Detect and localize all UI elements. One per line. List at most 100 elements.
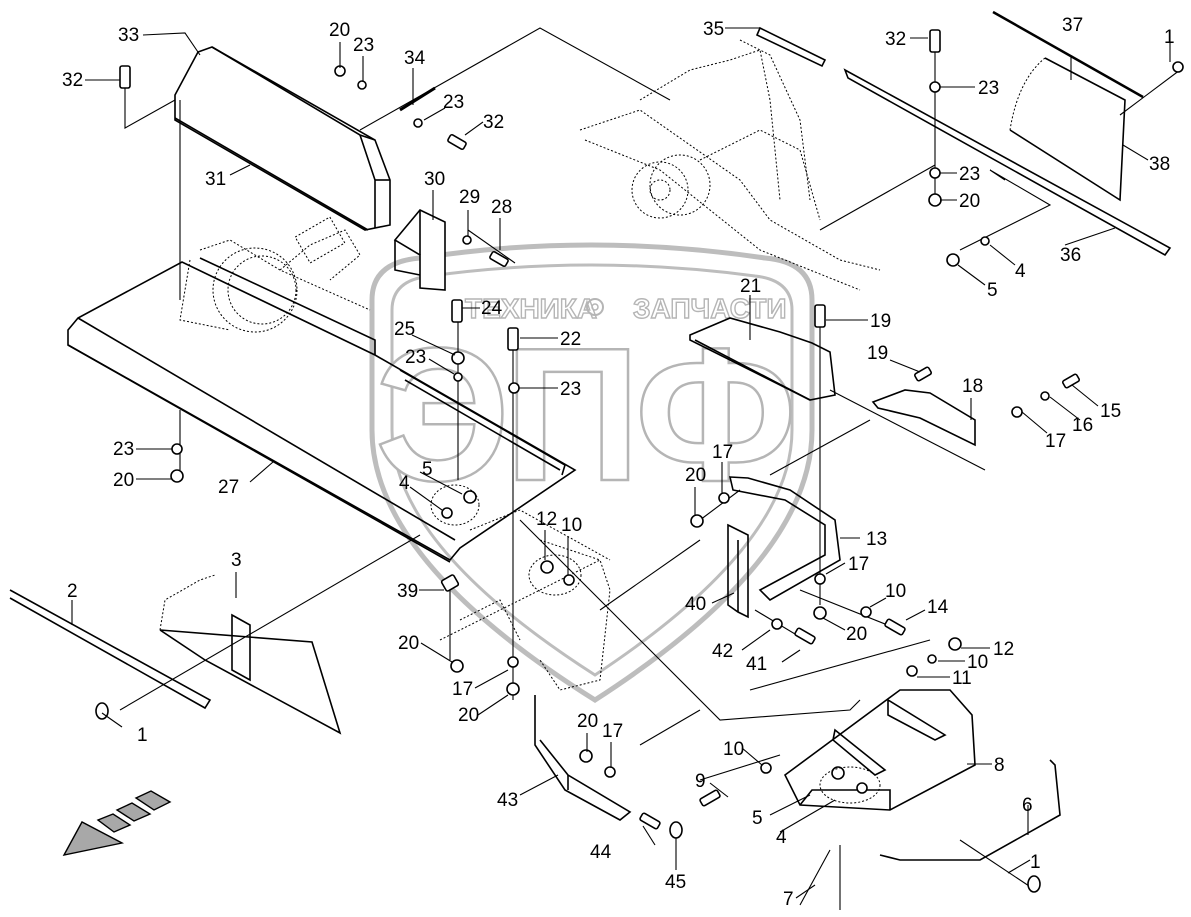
callout-37: 37 [1062,15,1083,36]
callout-20: 20 [577,711,598,732]
callout-20: 20 [113,470,134,491]
callout-17: 17 [1045,431,1066,452]
part-38-panel [1009,57,1126,202]
bolt-icon [639,812,661,830]
callout-23: 23 [978,78,999,99]
washer-icon [453,372,463,382]
callout-12: 12 [536,509,557,530]
bolt-head-icon [1027,875,1041,893]
nut-icon [540,560,554,574]
callout-20: 20 [329,20,350,41]
hardware [95,29,1184,893]
nut-icon [813,606,827,620]
callout-17: 17 [848,554,869,575]
washer-icon [927,654,937,664]
callout-18: 18 [962,376,983,397]
callout-1: 1 [1164,27,1175,48]
nut-icon [170,469,184,483]
bolt-icon [447,133,467,151]
callout-23: 23 [113,439,134,460]
watermark-shield-inner [390,263,794,677]
bolt-icon [507,327,519,351]
bolt-icon [1062,373,1080,389]
callout-44: 44 [590,842,612,863]
part-27-main-deck [67,257,577,563]
nut-icon [451,351,465,365]
callout-labels: 33 32 20 23 34 23 32 31 30 29 28 35 32 3… [62,15,1175,910]
washer-icon [171,443,183,455]
callout-20: 20 [959,191,980,212]
frame-background [579,39,881,291]
callout-12: 12 [993,639,1014,660]
part-35-strip [755,26,827,68]
washer-icon [508,382,520,394]
washer-icon [357,80,367,90]
callout-20: 20 [685,465,706,486]
callout-23: 23 [959,164,980,185]
callout-23: 23 [443,92,464,113]
part-37-bar [992,10,1144,99]
part-34-pin [399,86,436,112]
callout-1: 1 [137,725,148,746]
callout-23: 23 [405,347,426,368]
washer-icon [760,762,772,774]
callout-5: 5 [422,459,433,480]
callout-1: 1 [1030,852,1041,873]
bolt-icon [451,299,463,323]
washer-icon [604,766,616,778]
callout-23: 23 [560,379,581,400]
callout-9: 9 [695,771,706,792]
gear-icon [586,298,604,316]
bolt-icon [794,627,816,645]
callout-24: 24 [481,298,503,319]
callout-19: 19 [867,343,888,364]
washer-icon [441,507,453,519]
bolt-icon [914,366,932,382]
callout-28: 28 [491,197,512,218]
washer-icon [563,574,575,586]
nut-icon [690,514,704,528]
direction-arrow-icon [62,790,172,856]
washer-icon [462,235,472,245]
callout-10: 10 [561,515,582,536]
callout-25: 25 [394,319,415,340]
callout-7: 7 [783,889,794,910]
callout-23: 23 [353,35,374,56]
callout-19: 19 [870,311,891,332]
callout-15: 15 [1100,401,1121,422]
nut-icon [946,253,960,267]
callout-leaders [71,27,1171,899]
watermark-big-letters: ЭПФ [375,309,791,521]
callout-38: 38 [1149,154,1170,175]
part-31-belt-cover [174,46,391,231]
callout-20: 20 [458,705,479,726]
callout-14: 14 [927,597,949,618]
callout-33: 33 [118,25,139,46]
callout-42: 42 [712,641,733,662]
callout-32: 32 [62,70,83,91]
washer-icon [413,118,423,128]
washer-icon [507,656,519,668]
part-6-strip [879,759,1061,861]
callout-41: 41 [746,654,767,675]
callout-34: 34 [404,48,426,69]
callout-31: 31 [205,169,226,190]
callout-39: 39 [397,581,418,602]
callout-27: 27 [218,477,239,498]
part-8-housing [783,689,976,811]
watermark-shield [369,242,815,703]
washer-icon [980,236,990,246]
callout-4: 4 [399,473,410,494]
callout-11: 11 [952,668,972,689]
bolt-icon [119,65,131,89]
callout-10: 10 [967,652,988,673]
bolt-head-icon [669,821,683,839]
watermark-text-right: ЗАПЧАСТИ [633,293,786,324]
callout-5: 5 [752,808,763,829]
callout-16: 16 [1072,415,1093,436]
callout-30: 30 [424,169,445,190]
callout-32: 32 [483,112,504,133]
callout-8: 8 [994,755,1005,776]
callout-32: 32 [885,29,906,50]
